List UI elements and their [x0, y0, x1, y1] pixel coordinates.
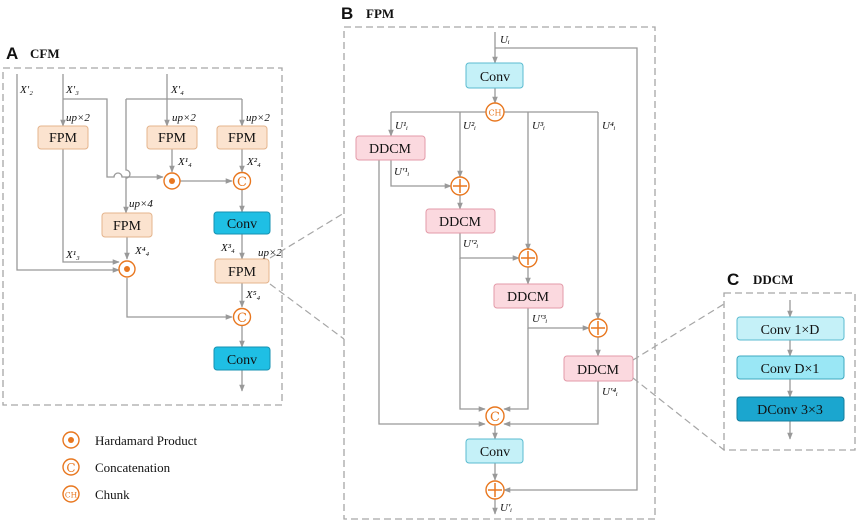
x4-5-label: X⁵₄	[245, 289, 261, 301]
legend: Hardamard Product C Concatenation CH Chu…	[62, 431, 198, 503]
conv-dx1-label: Conv D×1	[761, 362, 820, 377]
chunk-op: CH	[485, 102, 505, 122]
x3-1-label: X¹₃	[65, 249, 80, 261]
dconv-3x3-block: DConv 3×3	[736, 396, 845, 422]
fpm-panel-border	[343, 26, 656, 520]
fpm-ddcm-block-2: DDCM	[425, 208, 496, 234]
up2-label-1: up×2	[66, 112, 90, 124]
cfm-fpm-block-3-label: FPM	[228, 131, 257, 146]
up2-label-2: up×2	[172, 112, 196, 124]
uip4-label: U′⁴ᵢ	[602, 386, 618, 398]
concat-op-2-glyph: C	[237, 311, 247, 326]
uip3-label: U′³ᵢ	[532, 313, 548, 325]
fpm-concat-op: C	[485, 406, 505, 426]
fpm-panel: B FPM	[341, 4, 656, 520]
fpm-ddcm-block-4-label: DDCM	[577, 363, 620, 378]
concat-op-1-glyph: C	[237, 175, 247, 190]
fpm-ddcm-block-3-label: DDCM	[507, 290, 550, 305]
fpm-ddcm-block-2-label: DDCM	[439, 215, 482, 230]
dconv-3x3-label: DConv 3×3	[757, 403, 823, 418]
add-op-2	[518, 248, 538, 268]
fpm-ddcm-block-1-label: DDCM	[369, 142, 412, 157]
cfm-fpm-block-3: FPM	[216, 125, 268, 150]
ui1-label: U¹ᵢ	[395, 120, 408, 132]
ui-label: Uᵢ	[500, 34, 510, 46]
fpm-ddcm-block-4: DDCM	[563, 355, 634, 382]
conv-dx1-block: Conv D×1	[736, 355, 845, 380]
cfm-panel-letter: A	[6, 44, 18, 63]
up2-label-4: up×2	[258, 247, 282, 259]
legend-item-chunk: CH Chunk	[62, 485, 130, 503]
conv-1xd-block: Conv 1×D	[736, 316, 845, 341]
fpm-conv-block-top-label: Conv	[480, 70, 510, 85]
concat-op-2: C	[232, 307, 252, 327]
cfm-fpm-block-2: FPM	[146, 125, 198, 150]
legend-concat-label: Concatenation	[95, 460, 171, 475]
uip1-label: U′¹ᵢ	[394, 166, 410, 178]
zoom-line-ddcm-top	[632, 303, 725, 361]
add-op-3	[588, 318, 608, 338]
legend-chunk-label: Chunk	[95, 487, 130, 502]
fpm-ddcm-block-1: DDCM	[355, 135, 426, 161]
fpm-conv-block-bottom-label: Conv	[480, 445, 510, 460]
ddcm-panel-border	[723, 292, 856, 451]
chunk-op-glyph: CH	[488, 109, 501, 118]
fpm-flow-lines	[378, 32, 638, 515]
fpm-conv-block-bottom: Conv	[465, 438, 524, 464]
zoom-line-fpm-top	[269, 212, 345, 259]
x2-prime-label: X′₂	[19, 84, 33, 96]
ui4-label: U⁴ᵢ	[602, 120, 616, 132]
cfm-panel-title: CFM	[30, 46, 60, 61]
ui3-label: U³ᵢ	[532, 120, 545, 132]
x4-3-label: X³₄	[220, 242, 235, 254]
cfm-conv-block-2-label: Conv	[227, 353, 257, 368]
cfm-fpm-block-5: FPM	[214, 258, 270, 284]
ddcm-panel: C DDCM Conv 1×D Conv D×1 DConv 3×3	[723, 270, 856, 451]
up2-label-3: up×2	[246, 112, 270, 124]
cfm-fpm-block-5-label: FPM	[228, 265, 257, 280]
uip-output-label: U′ᵢ	[500, 502, 512, 514]
legend-hadamard-label: Hardamard Product	[95, 433, 198, 448]
x3-prime-label: X′₃	[65, 84, 79, 96]
conv-1xd-label: Conv 1×D	[761, 323, 820, 338]
fpm-concat-op-glyph: C	[490, 410, 500, 425]
legend-item-hadamard: Hardamard Product	[62, 431, 198, 449]
ddcm-panel-title: DDCM	[753, 272, 793, 287]
fpm-ddcm-block-3: DDCM	[493, 283, 564, 309]
cfm-fpm-block-4: FPM	[101, 212, 153, 238]
cfm-conv-block-2: Conv	[213, 346, 271, 371]
ui2-label: U²ᵢ	[463, 120, 476, 132]
concat-op-1: C	[232, 171, 252, 191]
fpm-panel-letter: B	[341, 4, 353, 23]
legend-chunk-glyph: CH	[65, 491, 78, 500]
fpm-conv-block-top: Conv	[465, 62, 524, 89]
x4-1-label: X¹₄	[177, 156, 192, 168]
legend-concat-glyph: C	[66, 461, 75, 475]
legend-item-concat: C Concatenation	[62, 458, 171, 476]
cfm-fpm-block-1: FPM	[37, 125, 89, 150]
uip2-label: U′²ᵢ	[463, 238, 479, 250]
cfm-fpm-block-4-label: FPM	[113, 219, 142, 234]
zoom-line-ddcm-bottom	[632, 377, 725, 451]
add-op-final	[485, 480, 505, 500]
cfm-fpm-block-2-label: FPM	[158, 131, 187, 146]
add-op-1	[450, 176, 470, 196]
zoom-line-fpm-bottom	[269, 283, 345, 340]
cfm-panel: A CFM	[2, 44, 283, 406]
cfm-conv-block-1-label: Conv	[227, 217, 257, 232]
x4-prime-label: X′₄	[170, 84, 184, 96]
hadamard-op-1	[163, 172, 181, 190]
x4-4-label: X⁴₄	[134, 245, 150, 257]
fpm-panel-title: FPM	[366, 6, 394, 21]
x4-2-label: X²₄	[246, 156, 261, 168]
cfm-flow-lines	[16, 74, 245, 392]
up4-label: up×4	[129, 198, 153, 210]
ddcm-panel-letter: C	[727, 270, 739, 289]
cfm-conv-block-1: Conv	[213, 211, 271, 235]
hadamard-op-2	[118, 260, 136, 278]
cfm-fpm-block-1-label: FPM	[49, 131, 78, 146]
